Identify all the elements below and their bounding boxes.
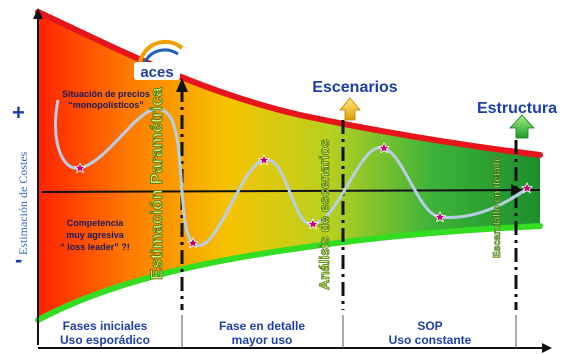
logo-text: aces — [140, 64, 173, 81]
marker-star — [306, 218, 320, 230]
marker-star — [186, 237, 200, 249]
phase-subtitle: Uso esporádico — [60, 333, 150, 347]
phase-title: SOP — [417, 319, 442, 333]
structure-up-arrow-icon — [509, 114, 535, 139]
callout-aggressive-competition: Competencia muy agresiva “ loss leader” … — [60, 218, 130, 252]
callout-monopolistic-prices: Situación de precios “monopolísticos” — [62, 89, 150, 110]
y-axis-plus: + — [12, 100, 25, 125]
phase-subtitle: mayor uso — [232, 333, 293, 347]
phase-detail: Fase en detalle mayor uso — [219, 319, 305, 347]
phase-sop: SOP Uso constante — [389, 319, 472, 347]
milestone-arrowhead-1 — [176, 78, 188, 92]
scenarios-up-arrow-icon — [339, 97, 361, 121]
phase-title: Fase en detalle — [219, 319, 305, 333]
lower-bound-line — [35, 223, 543, 323]
structure-heading: Estructura — [477, 100, 557, 117]
phase-subtitle: Uso constante — [389, 333, 472, 347]
marker-star — [73, 162, 87, 174]
callout-line: Competencia — [67, 218, 125, 228]
stage-label-parametric: Estimación Paramétrica — [147, 87, 166, 280]
callout-line: Situación de precios — [62, 89, 150, 99]
callout-line: “ loss leader” ?! — [60, 242, 130, 252]
y-axis-minus: - — [15, 247, 22, 272]
scenarios-heading: Escenarios — [312, 79, 397, 96]
y-axis-arrowhead — [33, 8, 43, 19]
y-axis-title: Estimación de Costes — [16, 151, 30, 255]
aces-logo: aces — [134, 39, 184, 81]
x-axis-arrowhead — [542, 343, 552, 353]
estimate-markers — [73, 142, 534, 249]
marker-star — [520, 182, 534, 194]
upper-bound-line — [35, 9, 543, 158]
baseline-line — [41, 189, 541, 193]
phase-title: Fases iniciales — [63, 319, 148, 333]
callout-line: “monopolísticos” — [68, 100, 144, 110]
stage-label-structure: Escandallo en detalle — [492, 156, 503, 258]
marker-star — [377, 142, 391, 154]
marker-star — [433, 211, 447, 223]
callout-line: muy agresiva — [66, 230, 125, 240]
phase-early: Fases iniciales Uso esporádico — [60, 319, 150, 347]
stage-label-scenarios: Análisis de escenarios — [316, 139, 332, 290]
milestone-arrowhead-3 — [511, 184, 522, 196]
marker-star — [257, 154, 271, 166]
funnel-area — [38, 12, 540, 320]
estimate-curve — [53, 99, 529, 247]
